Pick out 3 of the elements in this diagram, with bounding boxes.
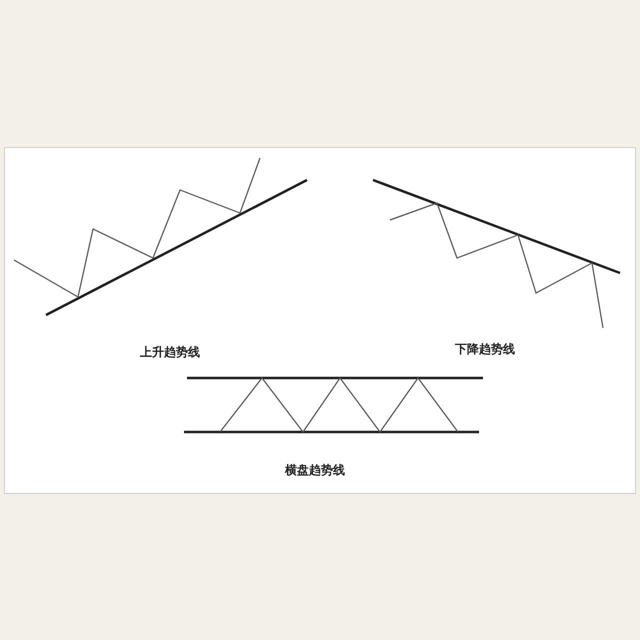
trend-label: 横盘趋势线 [285, 462, 345, 479]
trend-label: 下降趋势线 [455, 341, 515, 358]
trend-label: 上升趋势线 [140, 344, 200, 361]
